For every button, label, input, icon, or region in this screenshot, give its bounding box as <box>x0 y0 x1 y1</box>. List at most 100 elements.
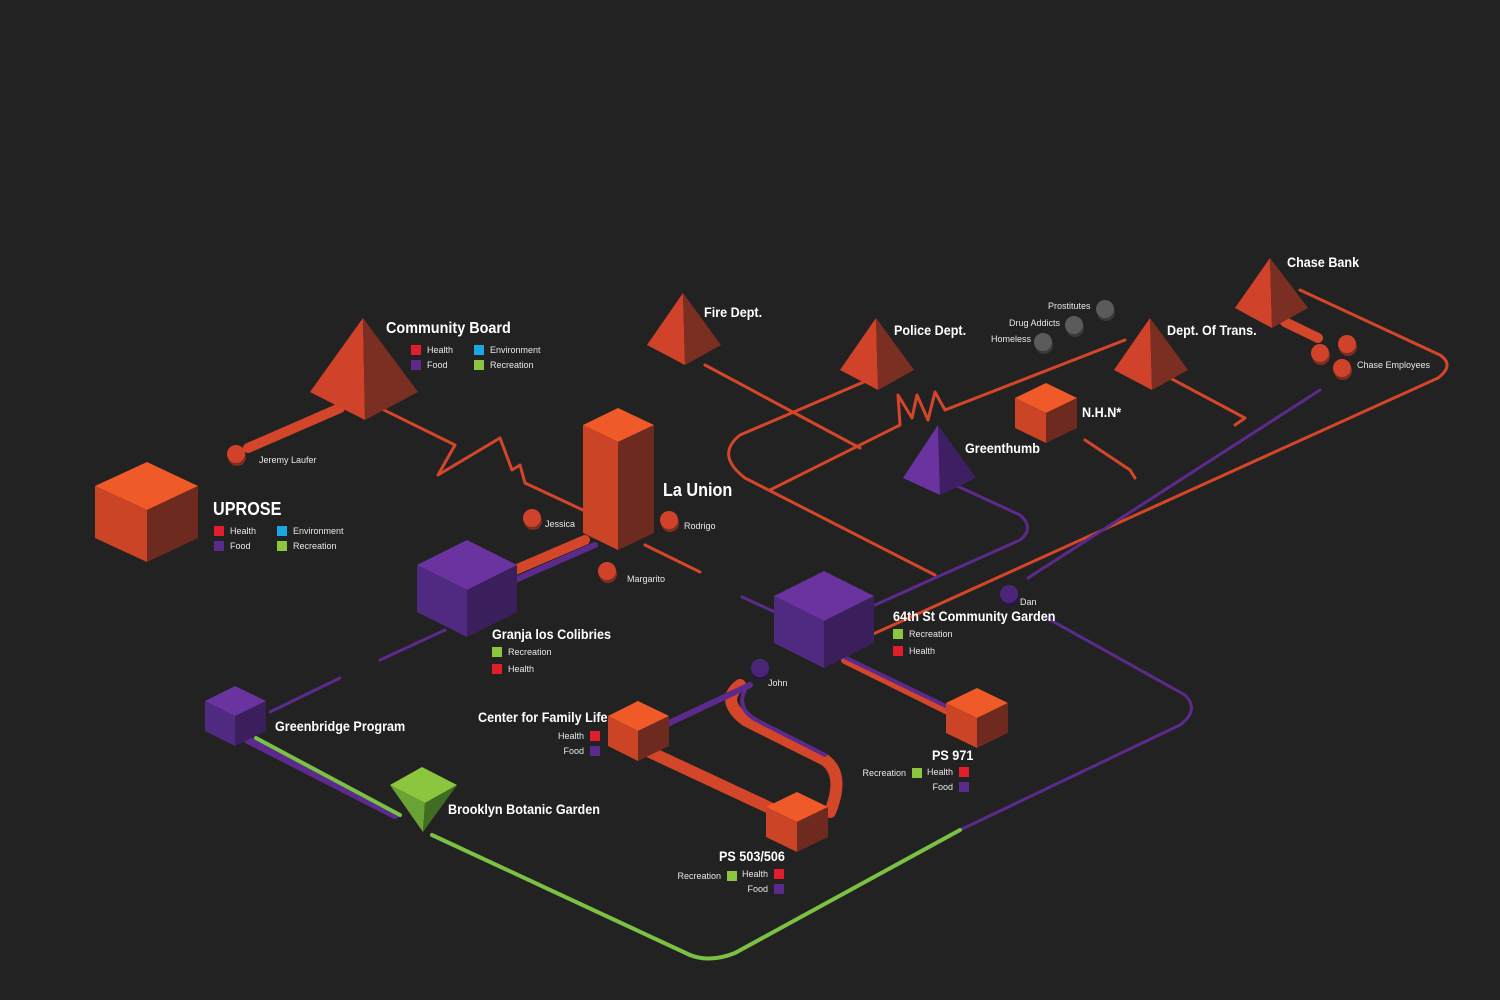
pyramid-chase-bank[interactable] <box>1235 258 1308 328</box>
legend-environment-label: Environment <box>293 525 344 536</box>
label-john: John <box>768 678 788 688</box>
link-police-zigzag <box>768 338 1127 492</box>
label-homeless: Homeless <box>991 334 1032 344</box>
link-greenbridge-botanic-green <box>254 736 402 817</box>
recreation-swatch <box>474 359 484 370</box>
pyramid-community-board[interactable] <box>310 318 418 420</box>
cube-uprose[interactable] <box>95 462 198 562</box>
link-police-loop <box>727 373 937 577</box>
link-chase-employees <box>1280 317 1323 343</box>
person-jeremy-laufer[interactable] <box>227 445 246 466</box>
health-swatch <box>214 525 224 536</box>
legend-recreation-label: Recreation <box>909 628 953 639</box>
recreation-swatch <box>492 646 502 657</box>
pyramid-fire-dept[interactable] <box>647 293 721 365</box>
person-john[interactable] <box>751 659 770 680</box>
legend-health-label: Health <box>741 868 768 879</box>
label-rodrigo: Rodrigo <box>684 521 716 531</box>
health-swatch <box>959 766 969 777</box>
person-dan[interactable] <box>1000 585 1019 606</box>
label-chase-employees: Chase Employees <box>1357 360 1431 370</box>
cube-granja-los-colibries[interactable] <box>417 540 517 637</box>
pyramid-greenthumb[interactable] <box>903 425 976 495</box>
people-discs <box>227 300 1357 680</box>
person-chase-employee-2[interactable] <box>1311 344 1330 365</box>
cube-greenbridge-program[interactable] <box>205 686 266 746</box>
label-dept-of-trans: Dept. Of Trans. <box>1167 322 1257 338</box>
link-launion-granja <box>510 535 590 575</box>
legend-community-board: Health Food <box>411 344 453 374</box>
label-greenthumb: Greenthumb <box>965 440 1040 456</box>
link-garden-right-loop <box>958 615 1193 832</box>
food-swatch <box>214 540 224 551</box>
health-swatch <box>492 663 502 674</box>
link-greenbridge-botanic-purple <box>244 736 399 819</box>
label-prostitutes: Prostitutes <box>1048 301 1091 311</box>
cube-nhn[interactable] <box>1015 383 1077 443</box>
legend-recreation-label: Recreation <box>677 870 721 881</box>
person-prostitutes[interactable] <box>1096 300 1115 321</box>
label-jeremy-laufer: Jeremy Laufer <box>259 455 317 465</box>
label-uprose: UPROSE <box>213 499 282 519</box>
person-rodrigo[interactable] <box>660 511 679 532</box>
legend-community-garden: Recreation Health <box>893 628 953 660</box>
label-brooklyn-botanic-garden: Brooklyn Botanic Garden <box>448 801 600 817</box>
health-swatch <box>411 344 421 355</box>
recreation-swatch <box>912 767 922 778</box>
environment-swatch <box>474 344 484 355</box>
person-margarito[interactable] <box>598 562 617 583</box>
person-drug-addicts[interactable] <box>1065 316 1084 337</box>
food-swatch <box>774 883 784 894</box>
person-chase-employee-3[interactable] <box>1333 359 1352 380</box>
person-homeless[interactable] <box>1034 333 1053 354</box>
food-swatch <box>590 745 600 756</box>
pyramid-police-dept[interactable] <box>840 318 914 390</box>
person-jessica[interactable] <box>523 509 542 530</box>
link-granja-launion <box>512 542 598 583</box>
legend-health-label: Health <box>909 645 936 656</box>
legend-community-board-2: Environment Recreation <box>474 344 541 374</box>
link-dan <box>1026 388 1322 580</box>
link-john-family <box>662 682 753 728</box>
legend-family-life: Health Food <box>548 730 600 760</box>
legend-health-label: Health <box>427 344 454 355</box>
label-margarito: Margarito <box>627 574 666 584</box>
link-nhn <box>1083 438 1137 480</box>
label-granja-los-colibries: Granja los Colibries <box>492 626 612 642</box>
legend-recreation-label: Recreation <box>490 359 534 370</box>
label-ps-971: PS 971 <box>932 747 974 763</box>
recreation-swatch <box>277 540 287 551</box>
legend-health-label: Health <box>926 766 953 777</box>
environment-swatch <box>277 525 287 536</box>
link-family-ps503 <box>644 746 776 814</box>
health-swatch <box>590 730 600 741</box>
cube-center-for-family-life[interactable] <box>608 701 669 761</box>
cube-ps-503-506[interactable] <box>766 792 828 852</box>
link-botanic-loop <box>430 828 962 961</box>
link-launion-right <box>643 543 702 574</box>
link-chase-loop <box>858 288 1449 642</box>
pyramid-dept-of-trans[interactable] <box>1114 318 1188 390</box>
recreation-swatch <box>727 870 737 881</box>
inverted-pyramid-brooklyn-botanic-garden[interactable] <box>390 767 457 832</box>
cube-ps-971[interactable] <box>946 688 1008 748</box>
legend-food-label: Food <box>230 540 251 551</box>
legend-ps971-rec: Recreation <box>860 767 922 782</box>
legend-granja: Recreation Health <box>492 646 552 678</box>
label-chase-bank: Chase Bank <box>1287 254 1360 270</box>
link-trans <box>1168 376 1247 427</box>
connection-lines <box>243 288 1449 961</box>
label-ps-503-506: PS 503/506 <box>719 848 785 864</box>
legend-health-label: Health <box>508 663 535 674</box>
cube-64th-st-community-garden[interactable] <box>774 571 874 668</box>
person-chase-employee-1[interactable] <box>1338 335 1357 356</box>
food-swatch <box>411 359 421 370</box>
tower-la-union[interactable] <box>583 408 654 550</box>
label-dan: Dan <box>1020 597 1037 607</box>
link-garden-ps971-purple <box>838 653 952 710</box>
link-granja-greenbridge <box>268 628 447 714</box>
link-garden-ps971 <box>841 656 954 716</box>
label-64th-st-community-garden: 64th St Community Garden <box>893 608 1056 624</box>
label-community-board: Community Board <box>386 320 511 337</box>
legend-ps971: Health Food <box>922 766 969 796</box>
